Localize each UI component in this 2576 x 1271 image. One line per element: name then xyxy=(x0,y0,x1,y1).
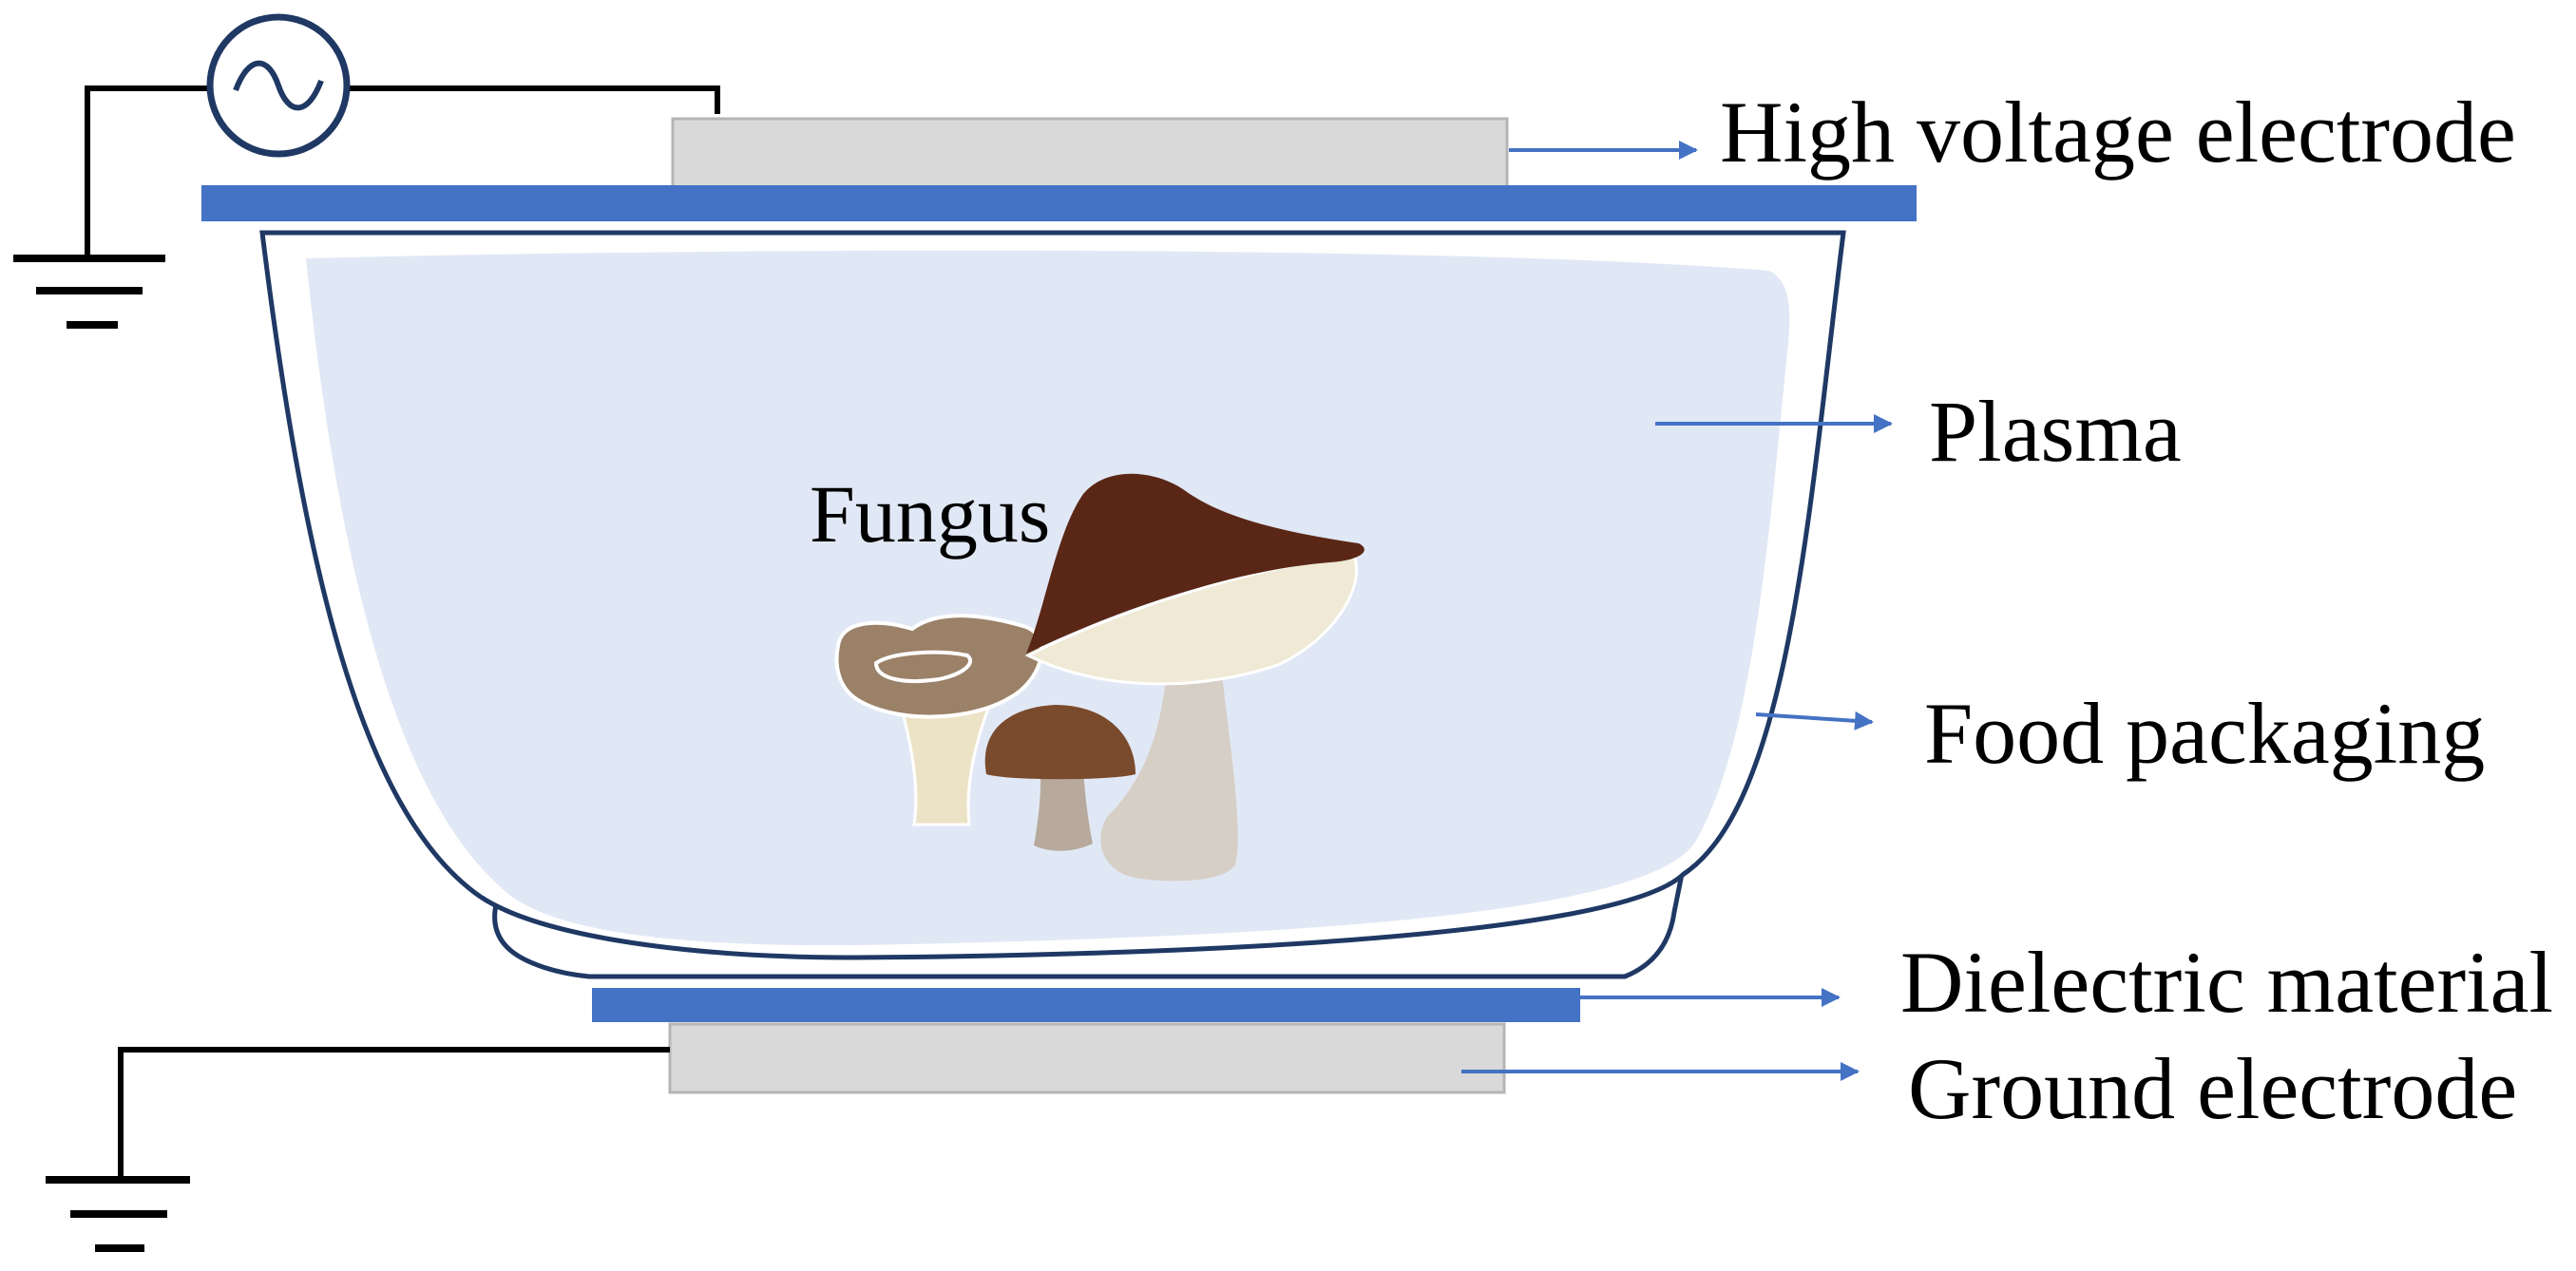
label-plasma: Plasma xyxy=(1929,383,2182,480)
arrow-food-packaging xyxy=(1755,711,1874,730)
small-mushroom-cap xyxy=(984,705,1135,780)
tall-mushroom-gills xyxy=(1024,554,1359,686)
left-mushroom-cap-ring xyxy=(873,650,972,684)
top-dielectric-plate xyxy=(201,185,1917,221)
label-fungus: Fungus xyxy=(810,468,1050,560)
bottom-circuit-wire xyxy=(118,1047,670,1180)
top-ground-symbol-icon xyxy=(13,255,165,329)
label-high-voltage-electrode: High voltage electrode xyxy=(1720,84,2516,180)
ground-electrode xyxy=(668,1022,1506,1094)
mushroom-icon xyxy=(834,473,1364,882)
top-circuit-wire xyxy=(85,85,720,258)
bottom-dielectric-plate xyxy=(592,988,1580,1022)
bottom-ground-symbol-icon xyxy=(46,1176,190,1252)
tall-mushroom-cap xyxy=(1026,473,1364,654)
small-mushroom-stem xyxy=(1034,769,1093,851)
tall-mushroom-stem xyxy=(1100,636,1238,882)
ac-source-icon xyxy=(206,13,351,158)
high-voltage-electrode xyxy=(671,117,1509,189)
label-dielectric-material: Dielectric material xyxy=(1900,934,2553,1031)
label-ground-electrode: Ground electrode xyxy=(1908,1040,2517,1137)
label-food-packaging: Food packaging xyxy=(1924,685,2485,782)
